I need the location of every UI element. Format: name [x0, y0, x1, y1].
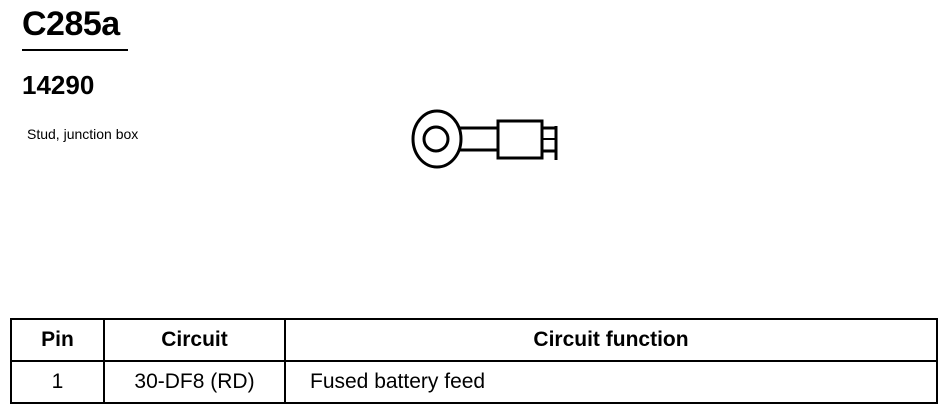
part-number: 14290 [22, 70, 95, 100]
ring-eyelet-hole [422, 125, 450, 153]
title-underline [22, 49, 128, 51]
crimp-barrel [496, 119, 544, 160]
table-row: 1 30-DF8 (RD) Fused battery feed [10, 360, 938, 404]
table-header-row: Pin Circuit Circuit function [10, 318, 938, 362]
ring-terminal-icon [411, 109, 558, 169]
cell-pin: 1 [10, 360, 105, 404]
connector-title: C285a [22, 5, 120, 43]
header-circuit: Circuit [103, 318, 286, 362]
ring-eyelet-outer [411, 109, 463, 169]
header-pin: Pin [10, 318, 105, 362]
header-circuit-function: Circuit function [284, 318, 938, 362]
cell-circuit: 30-DF8 (RD) [103, 360, 286, 404]
cell-circuit-function: Fused battery feed [284, 360, 938, 404]
pin-table: Pin Circuit Circuit function 1 30-DF8 (R… [10, 318, 938, 404]
connector-description: Stud, junction box [27, 126, 139, 142]
